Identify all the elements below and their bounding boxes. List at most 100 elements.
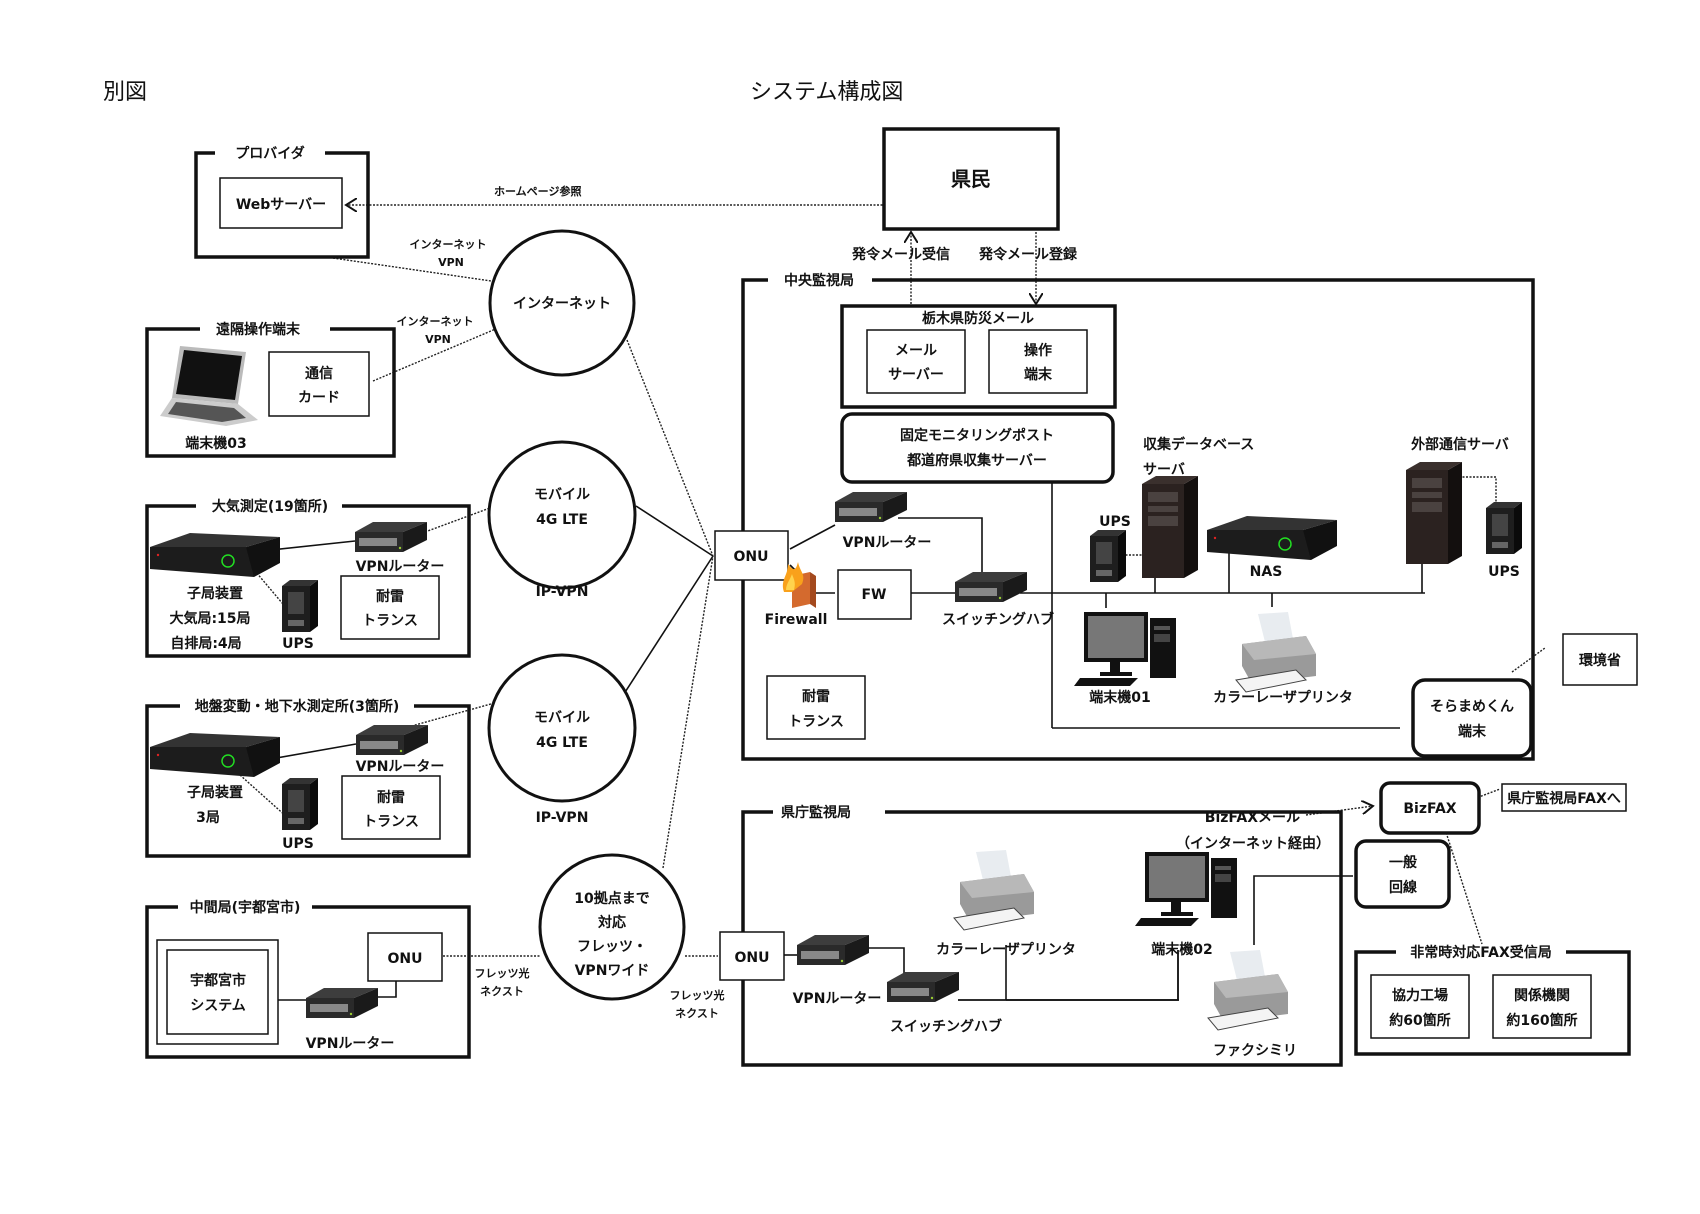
ground-router-label: VPNルーター: [356, 759, 445, 775]
pref-fax-target: 県庁監視局FAXへ: [1501, 783, 1627, 812]
env-ministry-label: 環境省: [1579, 652, 1621, 669]
bosai-mail-title: 栃木県防災メール: [922, 310, 1034, 327]
bizfax-mail-label: BizFAXメール: [1205, 810, 1300, 826]
mobile1-label2: 4G LTE: [536, 512, 588, 528]
central-station-group: 中央監視局 栃木県防災メール メール サーバー 操作 端末 固定モニタリングポス…: [714, 272, 1535, 761]
router-switch-link: [898, 517, 983, 580]
flets-link-label1: フレッツ光: [670, 988, 725, 1002]
flets-label1: 10拠点まで: [574, 890, 649, 907]
mobile2-onu-link: [619, 555, 714, 701]
relay-station-title: 中間局(宇都宮市): [190, 899, 301, 916]
fw-label: FW: [861, 587, 886, 603]
ups-icon: [282, 778, 318, 830]
pref-router-switch-link: [862, 947, 905, 975]
web-server-label: Webサーバー: [236, 197, 326, 213]
printer-icon: [953, 849, 1035, 931]
provider-internet-link: [332, 257, 499, 283]
ground-device-label: 子局装置: [187, 784, 243, 801]
mobile1-onu-link: [635, 505, 714, 557]
desktop-pc-icon: [1074, 612, 1176, 686]
provider-group: プロバイダ Webサーバー: [194, 145, 370, 259]
op-terminal-label1: 操作: [1024, 342, 1052, 359]
ext-server-icon: [1406, 462, 1462, 564]
switching-hub-icon: [955, 572, 1027, 602]
mail-server-label2: サーバー: [888, 367, 944, 383]
ground-station-count: 3局: [196, 810, 220, 826]
pref-router-label: VPNルーター: [793, 991, 882, 1007]
mobile2-caption: IP-VPN: [536, 810, 589, 826]
terminal02-label: 端末機02: [1151, 941, 1212, 958]
env-ministry-node: 環境省: [1562, 633, 1638, 686]
terminal03-label: 端末機03: [185, 435, 246, 452]
ground-transformer-label1: 耐雷: [377, 789, 405, 806]
mobile-lte-node-1: モバイル 4G LTE IP-VPN: [487, 440, 637, 600]
flets-vpn-node: 10拠点まで 対応 フレッツ・ VPNワイド: [538, 853, 686, 1001]
flets-onu-link: [662, 555, 714, 869]
utsunomiya-system-label2: システム: [190, 998, 246, 1014]
air-transformer-label1: 耐雷: [376, 588, 404, 605]
ground-ups-label: UPS: [282, 836, 314, 852]
connections: [239, 205, 1546, 1001]
appendix-label: 別図: [103, 80, 147, 105]
fax-label: ファクシミリ: [1213, 1043, 1297, 1059]
db-ups-label: UPS: [1099, 514, 1131, 530]
citizens-label: 県民: [951, 167, 991, 191]
flets-link-label2: ネクスト: [675, 1007, 719, 1020]
pref-switch-label: スイッチングハブ: [890, 1018, 1002, 1035]
comm-card-label2: カード: [298, 390, 340, 406]
op-terminal-label2: 端末: [1024, 366, 1053, 383]
mobile-lte-node-2: モバイル 4G LTE IP-VPN: [487, 653, 637, 826]
central-onu-label: ONU: [734, 549, 769, 565]
ground-transformer-label2: トランス: [363, 814, 419, 830]
internet-onu-link: [626, 339, 714, 557]
printer-icon: [1235, 611, 1317, 693]
onu-router-link: [789, 524, 836, 550]
db-server-label1: 収集データベース: [1143, 436, 1254, 453]
pref-printer-label: カラーレーザプリンタ: [936, 942, 1076, 958]
pref-fax-target-label: 県庁監視局FAXへ: [1507, 790, 1621, 807]
ext-ups-link: [1445, 476, 1497, 510]
bizfax-label: BizFAX: [1403, 801, 1456, 817]
fax-general-link: [1253, 875, 1353, 945]
switching-hub-icon: [887, 972, 959, 1002]
via-internet-label: （インターネット経由）: [1176, 835, 1330, 852]
vpn-router-icon: [306, 988, 378, 1018]
utsunomiya-system-label1: 宇都宮市: [190, 972, 246, 989]
nas-label: NAS: [1250, 564, 1283, 580]
vpn-router-icon: [355, 522, 427, 552]
fax-icon: [1207, 949, 1289, 1031]
mail-server-label1: メール: [895, 343, 937, 359]
soramame-label2: 端末: [1458, 723, 1487, 740]
laptop-icon: [160, 346, 258, 426]
ext-ups-label: UPS: [1488, 564, 1520, 580]
air-router-mobile-link: [424, 504, 499, 533]
central-printer-label: カラーレーザプリンタ: [1213, 690, 1353, 706]
soramame-env-link: [1511, 647, 1546, 673]
bizfax-node: BizFAX: [1379, 781, 1481, 835]
relay-onu-label: ONU: [388, 951, 423, 967]
provider-title: プロバイダ: [235, 145, 304, 162]
mobile2-label1: モバイル: [534, 710, 590, 726]
monitoring-post-label2: 都道府県収集サーバー: [906, 452, 1047, 469]
firewall-icon: [782, 562, 816, 608]
central-transformer-label1: 耐雷: [802, 688, 830, 705]
pref-terminal02-link: [1006, 950, 1179, 1001]
homepage-ref-label: ホームページ参照: [494, 184, 581, 198]
exhaust-station-count: 自排局:4局: [170, 635, 241, 652]
general-line-label1: 一般: [1389, 854, 1417, 871]
citizens-node: 県民: [882, 127, 1060, 231]
pref-office-title: 県庁監視局: [781, 804, 851, 821]
relay-link-label1: フレッツ光: [475, 966, 530, 980]
air-router-label: VPNルーター: [356, 559, 445, 575]
ground-device-ups-link: [239, 774, 289, 819]
db-server-label2: サーバ: [1143, 462, 1185, 478]
air-station-count: 大気局:15局: [169, 610, 250, 627]
agencies-label2: 約160箇所: [1506, 1012, 1577, 1029]
relay-link-label2: ネクスト: [480, 985, 524, 998]
general-line-node: 一般 回線: [1354, 839, 1451, 909]
flets-label4: VPNワイド: [575, 963, 650, 979]
ups-icon: [282, 580, 318, 632]
remote-terminal-title: 遠隔操作端末: [216, 321, 301, 338]
air-ups-label: UPS: [282, 636, 314, 652]
